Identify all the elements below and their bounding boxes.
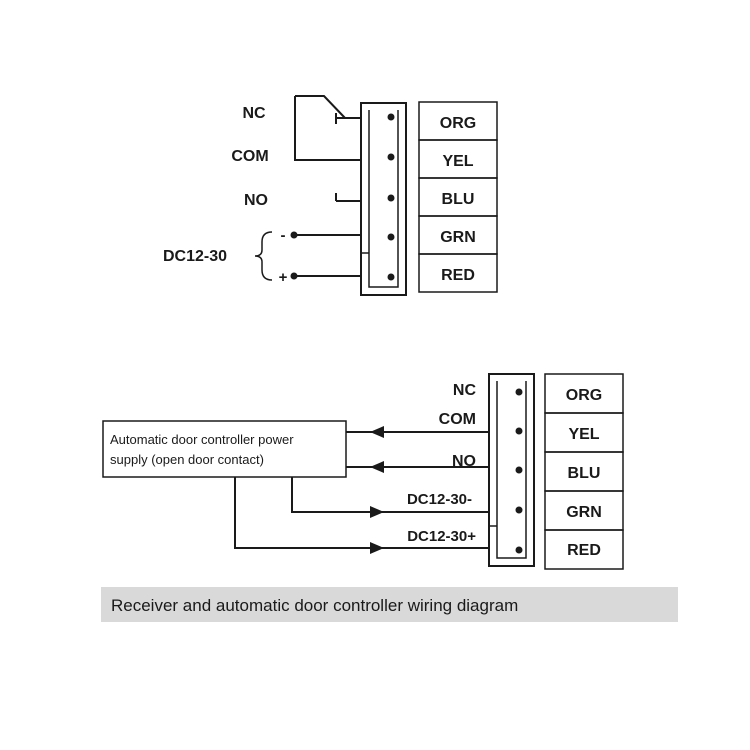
- top-wire-blu: BLU: [442, 191, 475, 208]
- bottom-connector: [488, 373, 535, 567]
- top-no-label: NO: [244, 192, 268, 209]
- bottom-diagram: [102, 373, 624, 570]
- top-wire-red: RED: [441, 267, 475, 284]
- bottom-dcminus-label: DC12-30-: [407, 491, 472, 508]
- bottom-no-label: NO: [452, 453, 476, 470]
- bottom-wire-red: RED: [567, 542, 601, 559]
- top-wire-yel: YEL: [442, 153, 473, 170]
- controller-box: [102, 420, 347, 478]
- bottom-nc-label: NC: [453, 382, 477, 399]
- bottom-dcminus-wire: [291, 477, 489, 513]
- top-connector: [360, 102, 407, 296]
- bottom-arrowheads: [370, 426, 384, 554]
- top-com-label: COM: [231, 148, 268, 165]
- controller-box-line2: supply (open door contact): [110, 452, 264, 467]
- bottom-com-label: COM: [439, 411, 476, 428]
- top-plus-sign: +: [279, 269, 288, 286]
- top-minus-sign: -: [281, 227, 286, 244]
- top-nc-label: NC: [242, 105, 266, 122]
- bottom-wire-boxes: [544, 373, 624, 570]
- bottom-wire-grn: GRN: [566, 504, 602, 521]
- top-power-dots: [290, 231, 298, 280]
- top-wire-org: ORG: [440, 115, 476, 132]
- controller-box-line1: Automatic door controller power: [110, 432, 294, 447]
- top-relay-contacts: [294, 95, 361, 202]
- bottom-dcplus-label: DC12-30+: [407, 528, 476, 545]
- top-wire-boxes: [418, 101, 498, 293]
- bottom-wire-yel: YEL: [568, 426, 599, 443]
- top-power-brace: [254, 231, 273, 281]
- caption-text: Receiver and automatic door controller w…: [111, 596, 518, 615]
- top-power-label: DC12-30: [163, 248, 227, 265]
- bottom-wire-blu: BLU: [568, 465, 601, 482]
- top-diagram: [254, 95, 498, 296]
- bottom-connector-pins: [515, 388, 523, 554]
- top-power-lines: [294, 234, 361, 277]
- bottom-wire-org: ORG: [566, 387, 602, 404]
- top-connector-pins: [387, 113, 395, 281]
- caption-bar: [101, 587, 678, 622]
- bottom-dcplus-wire: [234, 477, 489, 549]
- top-wire-grn: GRN: [440, 229, 476, 246]
